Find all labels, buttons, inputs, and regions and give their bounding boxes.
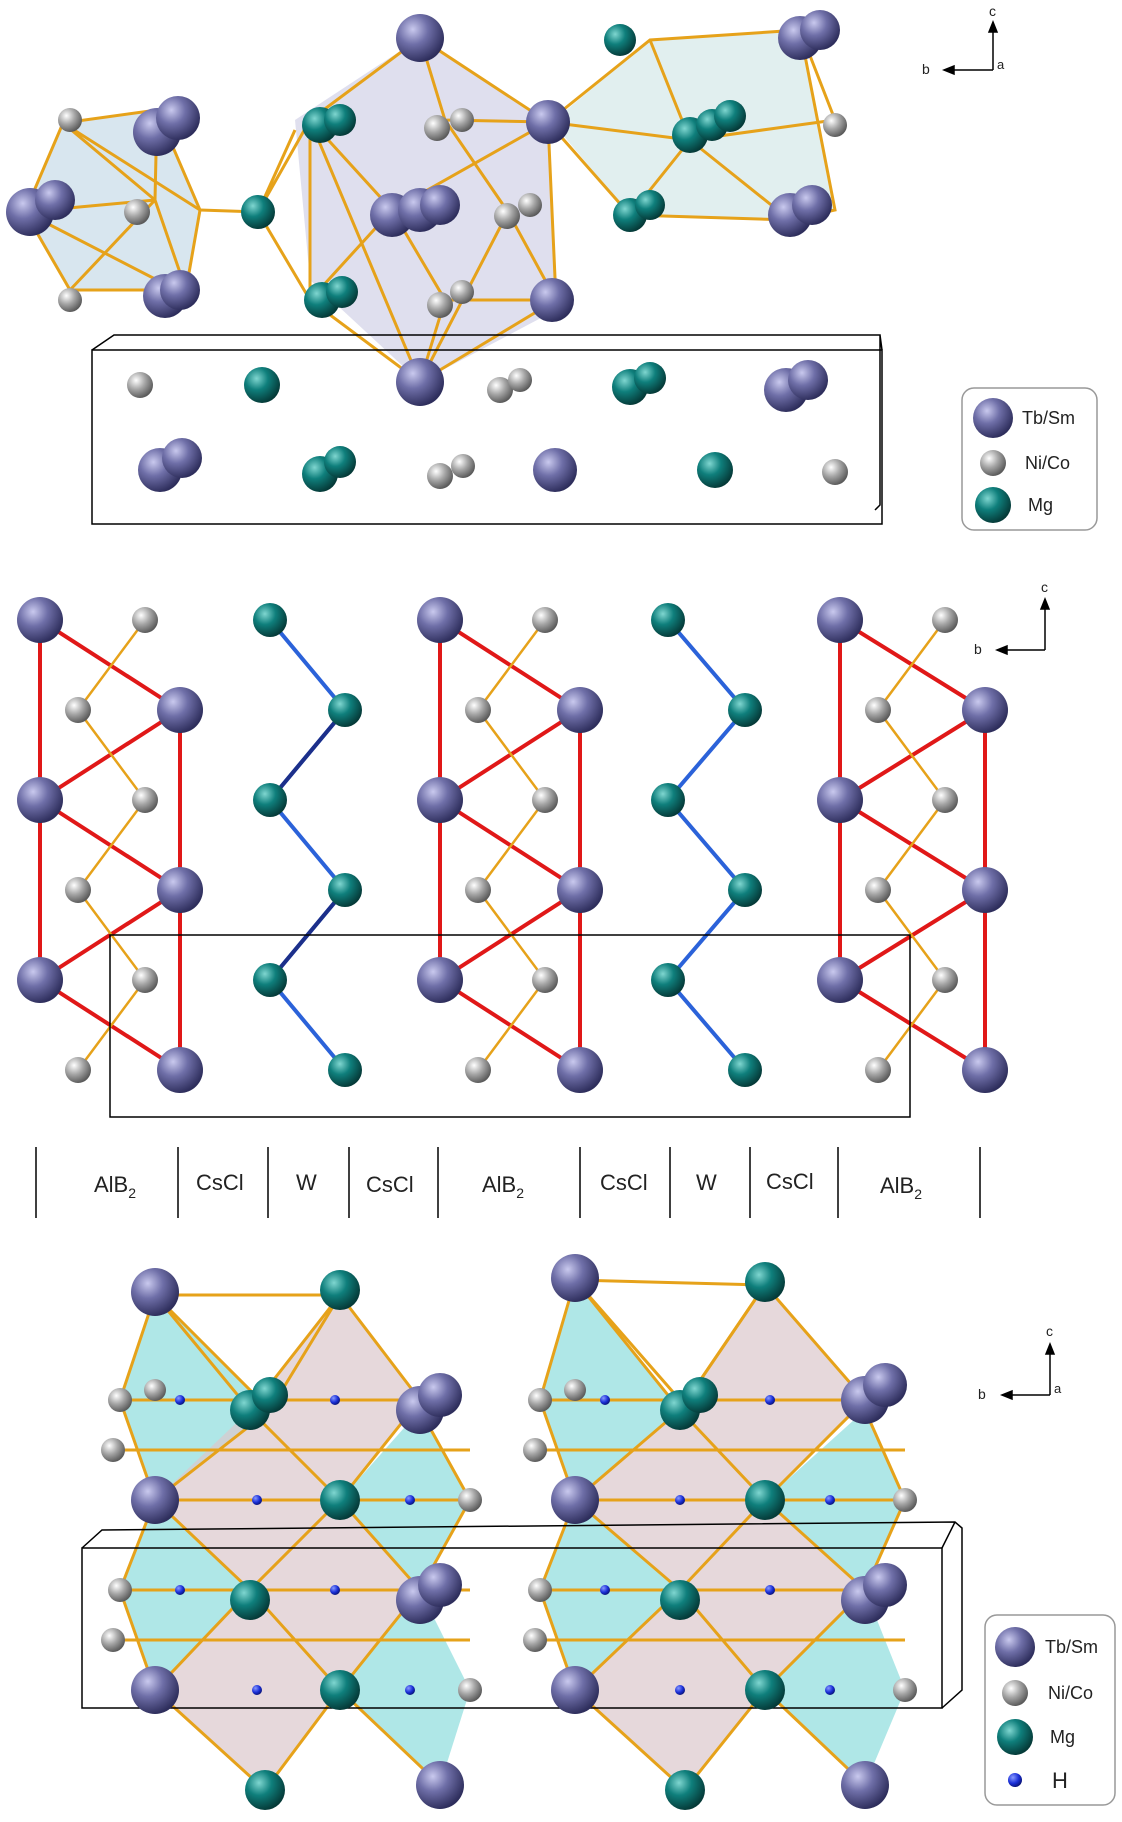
layer-label-4: CsCl xyxy=(366,1172,414,1197)
middle-panel: c b AlB2 CsCl W CsCl AlB2 CsCl W CsCl Al… xyxy=(17,579,1051,1218)
legend-top-mg: Mg xyxy=(1028,495,1053,515)
legend-bottom-ni: Ni/Co xyxy=(1048,1683,1093,1703)
top-unit-cell xyxy=(91,334,883,525)
axis-a-top: a xyxy=(997,57,1005,72)
tb-sm-legend-icon xyxy=(995,1627,1035,1667)
axis-c-middle: c xyxy=(1041,579,1048,595)
axes-bottom xyxy=(999,1341,1056,1401)
legend-bottom: Tb/Sm Ni/Co Mg H xyxy=(984,1614,1116,1806)
legend-bottom-h: H xyxy=(1052,1768,1068,1793)
ni-co-legend-icon xyxy=(1002,1680,1028,1706)
layer-label-2: CsCl xyxy=(196,1170,244,1195)
axis-b-top: b xyxy=(922,61,930,77)
axis-b-bottom: b xyxy=(978,1386,986,1402)
top-atoms xyxy=(6,10,847,406)
axes-middle xyxy=(994,596,1051,656)
mg-legend-icon xyxy=(997,1719,1033,1755)
layer-label-1: AlB2 xyxy=(94,1172,136,1201)
legend-top-ni: Ni/Co xyxy=(1025,453,1070,473)
mg-legend-icon xyxy=(975,487,1011,523)
layer-separators xyxy=(35,1147,981,1218)
legend-bottom-mg: Mg xyxy=(1050,1727,1075,1747)
ni-co-legend-icon xyxy=(980,450,1006,476)
legend-top-tb: Tb/Sm xyxy=(1022,408,1075,428)
bottom-unit-cell xyxy=(81,1521,963,1709)
layer-labels: AlB2 CsCl W CsCl AlB2 CsCl W CsCl AlB2 xyxy=(94,1169,922,1202)
axes-top xyxy=(941,19,999,76)
layer-label-8: CsCl xyxy=(766,1169,814,1194)
axis-a-bottom: a xyxy=(1054,1381,1062,1396)
top-box-atoms xyxy=(127,360,848,492)
h-legend-icon xyxy=(1008,1773,1022,1787)
layer-label-7: W xyxy=(696,1170,717,1195)
layer-label-6: CsCl xyxy=(600,1170,648,1195)
tb-sm-legend-icon xyxy=(973,398,1013,438)
middle-unit-cell xyxy=(109,934,911,1118)
bottom-polyhedra xyxy=(120,1280,905,1790)
top-panel: c b a Tb/Sm Ni/Co Mg xyxy=(6,3,1098,531)
layer-label-9: AlB2 xyxy=(880,1173,922,1202)
layer-label-3: W xyxy=(296,1170,317,1195)
axis-c-top: c xyxy=(989,3,996,19)
legend-top: Tb/Sm Ni/Co Mg xyxy=(961,387,1098,531)
bottom-atoms xyxy=(101,1254,917,1810)
bottom-panel: c b a Tb/Sm Ni/Co Mg H xyxy=(81,1254,1116,1810)
axis-b-middle: b xyxy=(974,641,982,657)
middle-atoms xyxy=(17,597,1008,1093)
axis-c-bottom: c xyxy=(1046,1323,1053,1339)
legend-bottom-tb: Tb/Sm xyxy=(1045,1637,1098,1657)
layer-label-5: AlB2 xyxy=(482,1172,524,1201)
